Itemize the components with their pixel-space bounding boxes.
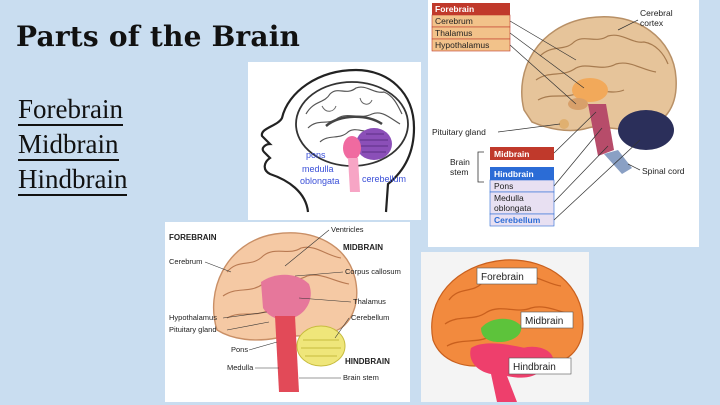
medulla-shape [348, 158, 360, 192]
list-item-forebrain: Forebrain [18, 92, 127, 127]
hindbrain-box-label-3: Cerebellum [494, 215, 541, 225]
sagittal-brainstem [275, 316, 299, 392]
colored-regions-svg: Forebrain Midbrain Hindbrain [421, 252, 589, 402]
cerebellum-label: cerebellum [362, 174, 406, 184]
list-item-midbrain: Midbrain [18, 127, 127, 162]
cerebral-cortex-label-1: Cerebral [640, 8, 673, 18]
forebrain-box-label-2: Thalamus [435, 28, 472, 38]
pituitary-label: Pituitary gland [432, 127, 486, 137]
hindbrain-box-label-2b: oblongata [494, 203, 532, 213]
head-diagram-image: pons medulla oblongata cerebellum [248, 62, 421, 220]
medulla-label-line2: oblongata [300, 176, 340, 186]
sagittal-medulla-label: Medulla [227, 363, 254, 372]
brain-stem-label-2: stem [450, 167, 468, 177]
hindbrain-box-label-0: Hindbrain [494, 169, 534, 179]
slide-title: Parts of the Brain [16, 20, 300, 53]
sagittal-pons-label: Pons [231, 345, 248, 354]
sagittal-midbrain-label: MIDBRAIN [343, 243, 383, 252]
sagittal-cerebrum-label: Cerebrum [169, 257, 202, 266]
cerebellum-shape-dark [618, 110, 674, 150]
spinal-cord-shape [604, 150, 632, 174]
pons-shape [343, 136, 361, 160]
sagittal-corpus-callosum-label: Corpus callosum [345, 267, 401, 276]
sagittal-brain-svg: FOREBRAIN Ventricles MIDBRAIN Cerebrum C… [165, 222, 410, 402]
hindbrain-box-label-2a: Medulla [494, 193, 524, 203]
sagittal-brain-diagram: FOREBRAIN Ventricles MIDBRAIN Cerebrum C… [165, 222, 410, 402]
list-item-hindbrain: Hindbrain [18, 162, 127, 197]
medulla-label-line1: medulla [302, 164, 334, 174]
sagittal-hindbrain-label: HINDBRAIN [345, 357, 390, 366]
head-diagram-svg: pons medulla oblongata cerebellum [248, 62, 421, 220]
cerebellum-shape [356, 128, 392, 160]
brain-parts-list: Forebrain Midbrain Hindbrain [18, 92, 127, 197]
colored-midbrain-label: Midbrain [525, 316, 563, 327]
colored-forebrain-label: Forebrain [481, 272, 524, 283]
spinal-cord-label: Spinal cord [642, 166, 685, 176]
forebrain-box-label-3: Hypothalamus [435, 40, 489, 50]
forebrain-box-label-0: Forebrain [435, 4, 474, 14]
sagittal-pituitary-label: Pituitary gland [169, 325, 217, 334]
sagittal-forebrain-label: FOREBRAIN [169, 233, 217, 242]
sagittal-cerebellum-label: Cerebellum [351, 313, 389, 322]
sagittal-hypothalamus-label: Hypothalamus [169, 313, 217, 322]
sagittal-thalamus-label: Thalamus [353, 297, 386, 306]
colored-regions-diagram: Forebrain Midbrain Hindbrain [421, 252, 589, 402]
forebrain-box-label-1: Cerebrum [435, 16, 473, 26]
sagittal-cerebellum [297, 326, 345, 366]
brain-stem-label-1: Brain [450, 157, 470, 167]
pons-label: pons [306, 150, 326, 160]
sagittal-brainstem-label: Brain stem [343, 373, 379, 382]
midbrain-box-label: Midbrain [494, 149, 529, 159]
sagittal-ventricles-label: Ventricles [331, 225, 364, 234]
labeled-brain-svg: Forebrain Cerebrum Thalamus Hypothalamus… [428, 0, 699, 247]
cerebral-cortex-label-2: cortex [640, 18, 664, 28]
labeled-brain-diagram: Forebrain Cerebrum Thalamus Hypothalamus… [428, 0, 699, 247]
colored-hindbrain-label: Hindbrain [513, 362, 556, 373]
hindbrain-box-label-1: Pons [494, 181, 513, 191]
